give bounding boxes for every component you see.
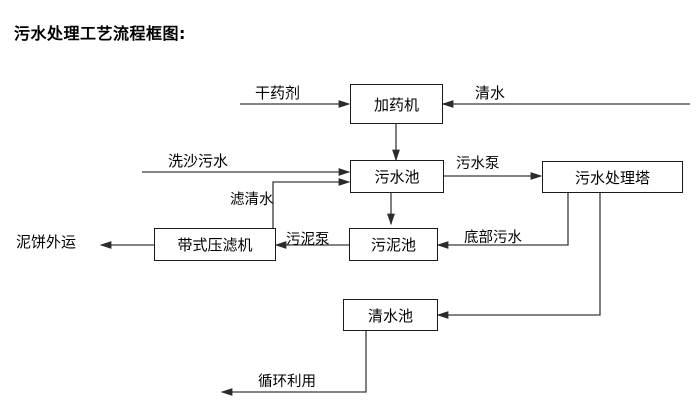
edge-label-wastewater-pump: 污水泵 [456, 156, 500, 172]
node-sludge-pool[interactable]: 污泥池 [349, 228, 438, 261]
node-treatment-tower-label: 污水处理塔 [574, 168, 650, 187]
edge-label-recycle-reuse: 循环利用 [258, 374, 316, 390]
node-clear-water-pool[interactable]: 清水池 [343, 299, 438, 331]
node-wastewater-pool[interactable]: 污水池 [350, 160, 444, 193]
node-belt-filter-press-label: 带式压滤机 [177, 236, 253, 254]
page-title: 污水处理工艺流程框图: [14, 24, 186, 43]
input-label-clean-water: 清水 [475, 84, 506, 102]
input-label-sand-washing-wastewater: 洗沙污水 [168, 152, 229, 170]
node-sludge-pool-label: 污泥池 [370, 236, 416, 254]
node-dosing-machine-label: 加药机 [373, 95, 419, 114]
edge-label-sludge-pump: 污泥泵 [286, 232, 330, 248]
output-label-mud-cake-out: 泥饼外运 [16, 233, 77, 251]
node-clear-water-pool-label: 清水池 [367, 306, 413, 325]
node-belt-filter-press[interactable]: 带式压滤机 [154, 228, 276, 261]
edge-filtered-water-to-pool [272, 178, 351, 228]
node-dosing-machine[interactable]: 加药机 [350, 84, 443, 124]
node-treatment-tower[interactable]: 污水处理塔 [542, 161, 683, 193]
edge-label-bottom-wastewater: 底部污水 [464, 230, 522, 246]
node-wastewater-pool-label: 污水池 [374, 168, 420, 186]
edge-clear-water-recycle [220, 331, 367, 396]
edge-tower-bottom-wastewater-to-sludge [436, 192, 569, 249]
input-label-dry-chemical: 干药剂 [255, 84, 301, 102]
edge-tower-to-clear-water-pool [436, 192, 601, 319]
edge-label-filtered-clear-water: 滤清水 [230, 192, 274, 208]
